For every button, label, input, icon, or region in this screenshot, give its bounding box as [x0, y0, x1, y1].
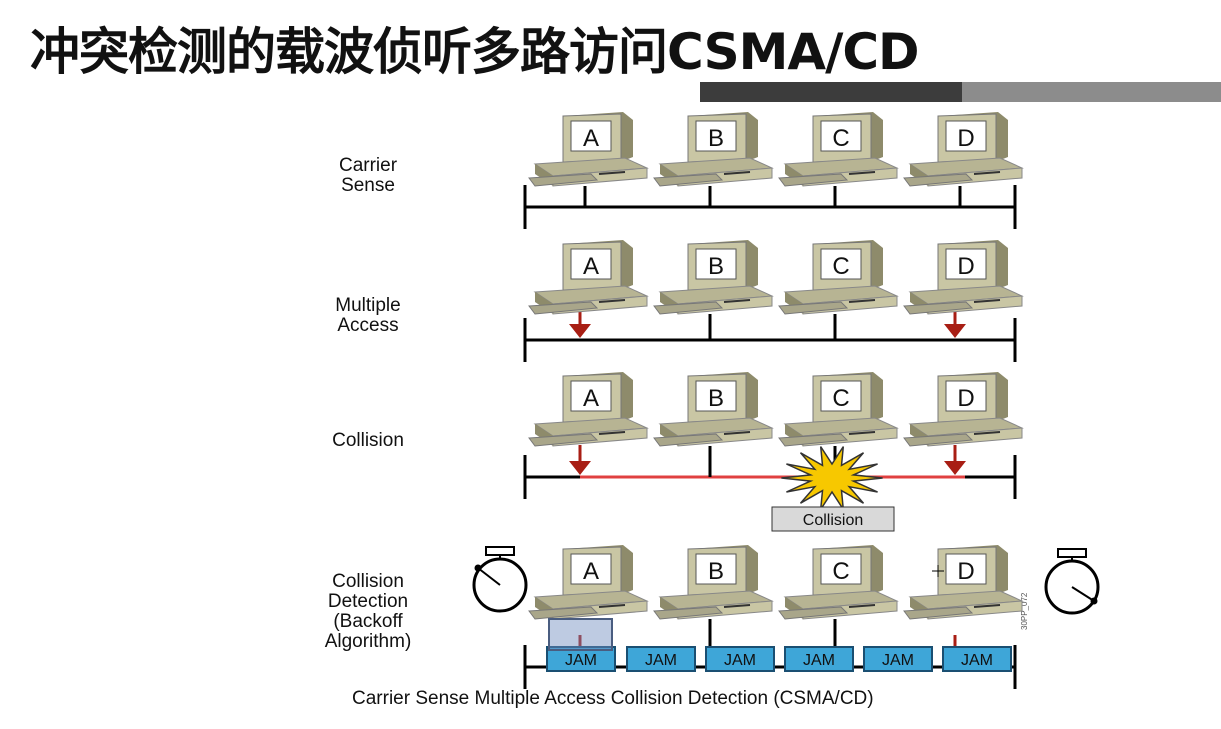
- station-label-d: D: [957, 385, 974, 412]
- computer-c-row-1: C: [778, 112, 899, 187]
- jam-box-4: [784, 646, 854, 672]
- station-label-b: B: [708, 125, 724, 152]
- station-label-c: C: [832, 385, 849, 412]
- arrow-head-d-row-3: [944, 461, 966, 475]
- row-label-collision-detection: Collision Detection (Backoff Algorithm): [324, 571, 412, 652]
- computer-b-row-3: B: [653, 372, 774, 447]
- jam-label-3: JAM: [724, 652, 756, 669]
- arrow-head-a-row-3: [569, 461, 591, 475]
- computer-a-row-3: A: [528, 372, 649, 447]
- stopwatch-icon-left: [472, 546, 528, 613]
- computer-d-row-3: D: [903, 372, 1024, 447]
- backoff-highlight-box: [548, 618, 613, 651]
- stopwatch-icon-right: [1044, 548, 1100, 615]
- collision-label-box: [771, 506, 895, 532]
- jam-box-6: [942, 646, 1012, 672]
- arrow-head-a-row-2: [569, 324, 591, 338]
- diagram-caption: Carrier Sense Multiple Access Collision …: [352, 688, 874, 709]
- row-label-multiple-access: Multiple Access: [335, 295, 401, 336]
- jam-label-2: JAM: [645, 652, 677, 669]
- collision-burst-icon: [781, 446, 883, 510]
- computer-c-row-4: C: [778, 545, 899, 620]
- computer-d-row-2: D: [903, 240, 1024, 315]
- computer-a-row-4: A: [528, 545, 649, 620]
- row-label-collision: Collision: [332, 430, 404, 451]
- row-label-carrier-sense: Carrier Sense: [338, 155, 398, 196]
- station-label-b: B: [708, 253, 724, 280]
- collision-label: Collision: [803, 512, 863, 529]
- station-label-a: A: [583, 558, 599, 585]
- station-label-b: B: [708, 385, 724, 412]
- computer-c-row-3: C: [778, 372, 899, 447]
- station-label-a: A: [583, 125, 599, 152]
- station-label-d: D: [957, 253, 974, 280]
- jam-box-2: [626, 646, 696, 672]
- jam-box-5: [863, 646, 933, 672]
- computer-b-row-2: B: [653, 240, 774, 315]
- computer-a-row-1: A: [528, 112, 649, 187]
- arrow-head-d-row-2: [944, 324, 966, 338]
- station-label-a: A: [583, 385, 599, 412]
- page-title: 冲突检测的载波侦听多路访问CSMA/CD: [30, 23, 920, 81]
- jam-label-1: JAM: [565, 652, 597, 669]
- jam-box-3: [705, 646, 775, 672]
- computer-a-row-2: A: [528, 240, 649, 315]
- computer-d-row-4: D: [903, 545, 1024, 620]
- jam-label-4: JAM: [803, 652, 835, 669]
- computer-c-row-2: C: [778, 240, 899, 315]
- title-underline-dark: [700, 82, 962, 102]
- computer-d-row-1: D: [903, 112, 1024, 187]
- station-label-d: D: [957, 558, 974, 585]
- jam-label-5: JAM: [882, 652, 914, 669]
- station-label-a: A: [583, 253, 599, 280]
- computer-b-row-4: B: [653, 545, 774, 620]
- jam-label-6: JAM: [961, 652, 993, 669]
- station-label-d: D: [957, 125, 974, 152]
- station-label-c: C: [832, 253, 849, 280]
- station-label-c: C: [832, 125, 849, 152]
- computer-b-row-1: B: [653, 112, 774, 187]
- title-underline-light: [962, 82, 1221, 102]
- station-label-c: C: [832, 558, 849, 585]
- station-label-b: B: [708, 558, 724, 585]
